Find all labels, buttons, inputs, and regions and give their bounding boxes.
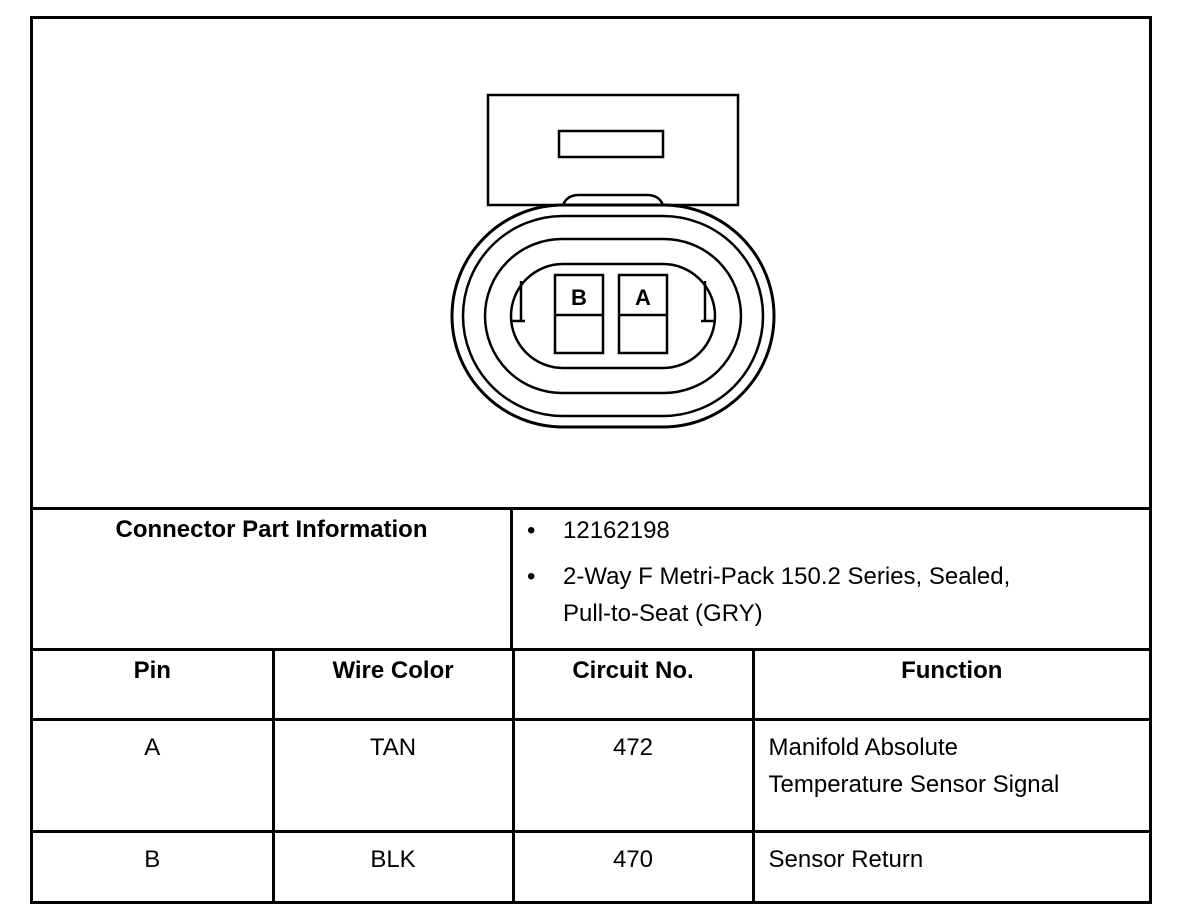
function-line1: Sensor Return — [768, 845, 924, 873]
header-circuit-no: Circuit No. — [511, 651, 755, 721]
part-info-label: Connector Part Information — [115, 516, 428, 543]
part-info-item: • 2-Way F Metri-Pack 150.2 Series, Sealed… — [527, 558, 1010, 632]
function-cell: Manifold Absolute Temperature Sensor Sig… — [751, 717, 1149, 833]
part-info-label-cell: Connector Part Information — [33, 510, 513, 648]
header-function: Function — [751, 651, 1149, 721]
part-description-line2: Pull-to-Seat (GRY) — [563, 600, 763, 627]
wire-color-cell: BLK — [271, 829, 515, 903]
pin-cell: B — [33, 829, 275, 903]
part-info-row: Connector Part Information • 12162198 • 2-… — [33, 510, 1149, 651]
connector-face-drawing: B A — [450, 93, 776, 429]
part-description-line1: 2-Way F Metri-Pack 150.2 Series, Sealed, — [563, 563, 1011, 590]
lock-tab-slot — [557, 129, 665, 159]
part-info-list: • 12162198 • 2-Way F Metri-Pack 150.2 Seri… — [513, 510, 1149, 648]
lock-tab-ridge — [561, 193, 665, 206]
part-number: 12162198 — [563, 517, 670, 544]
cavity-label-a: A — [635, 285, 651, 310]
header-pin: Pin — [33, 651, 275, 721]
part-info-item: • 12162198 — [527, 512, 670, 549]
connector-seal-ring — [461, 214, 765, 418]
pinout-table: Pin Wire Color Circuit No. Function A TA… — [33, 651, 1149, 903]
function-line1: Manifold Absolute — [768, 733, 958, 761]
bullet: • — [527, 517, 536, 544]
function-cell: Sensor Return — [751, 829, 1149, 903]
table-row: A TAN 472 Manifold Absolute Temperature … — [33, 717, 1149, 833]
circuit-cell: 470 — [511, 829, 755, 903]
connector-outer-shell — [450, 203, 776, 429]
table-row: B BLK 470 Sensor Return — [33, 829, 1149, 903]
pinout-header-row: Pin Wire Color Circuit No. Function — [33, 651, 1149, 721]
header-wire-color: Wire Color — [271, 651, 515, 721]
connector-inner-bore — [483, 237, 743, 395]
cavity-label-b: B — [571, 285, 587, 310]
bullet: • — [527, 563, 536, 590]
function-line2: Temperature Sensor Signal — [768, 770, 1060, 798]
connector-sheet: B A Connector Part Information • 12162198… — [30, 16, 1152, 904]
circuit-cell: 472 — [511, 717, 755, 833]
connector-diagram: B A — [33, 19, 1149, 510]
wire-color-cell: TAN — [271, 717, 515, 833]
pin-cell: A — [33, 717, 275, 833]
terminal-insert — [509, 262, 717, 370]
lock-tab-housing — [486, 93, 740, 207]
